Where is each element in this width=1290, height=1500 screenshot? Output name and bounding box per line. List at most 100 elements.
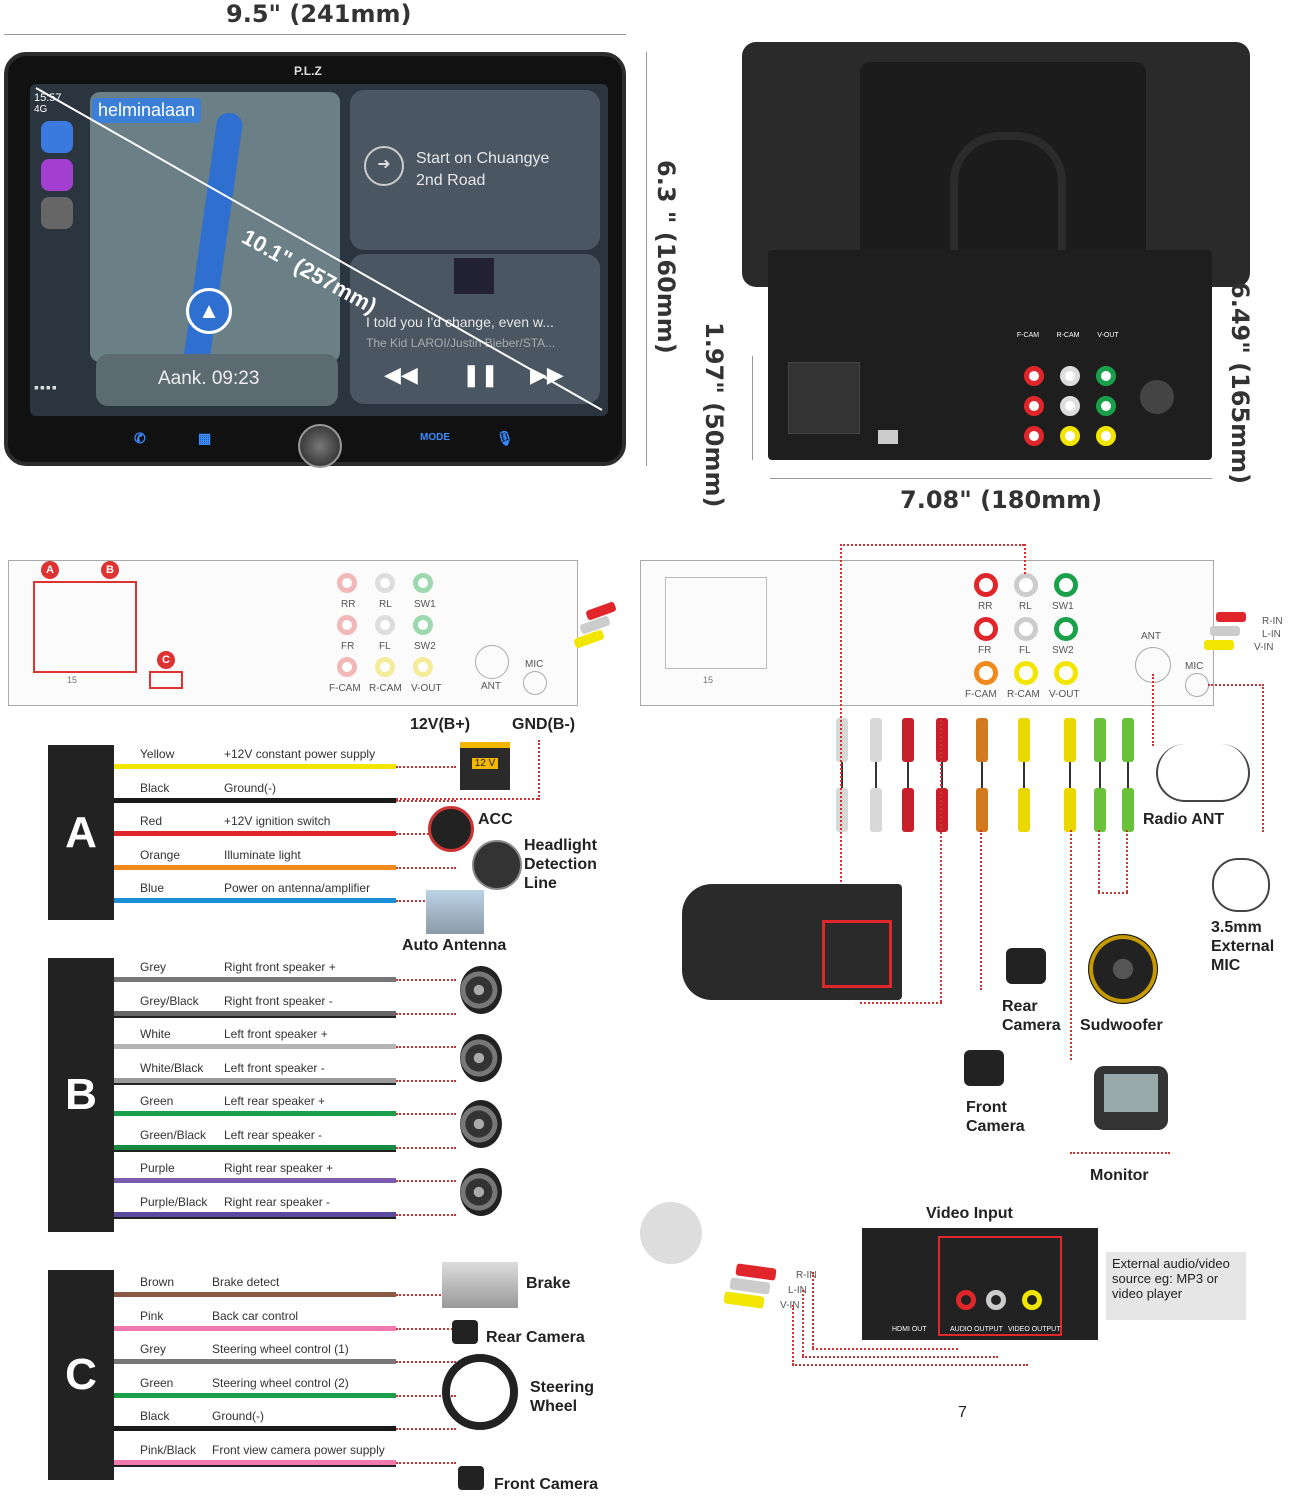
group_a-wire-dotted-1 — [396, 799, 456, 802]
rca-right-fcam — [974, 661, 998, 685]
settings-app-icon[interactable] — [41, 197, 73, 229]
route-line-2h — [860, 1002, 942, 1004]
rewind-icon[interactable]: ◀◀ — [384, 362, 418, 387]
hdmi-out-label: HDMI OUT — [892, 1326, 927, 1333]
map-view[interactable]: ▲ — [90, 92, 340, 373]
height-dimension-line — [646, 52, 647, 466]
rca-cable-wire-1 — [875, 762, 877, 788]
route-line-3 — [980, 830, 982, 990]
connector-a-badge: A — [41, 561, 59, 579]
rca-cable-plug-bottom-2 — [902, 788, 914, 832]
group_c-wire-function-0: Brake detect — [212, 1275, 280, 1289]
rear-camera-right-icon — [1006, 948, 1046, 984]
pause-icon[interactable]: ❚❚ — [462, 362, 499, 387]
brand-logo: P.L.Z — [294, 64, 322, 78]
group_c-wire-dotted-5 — [396, 1461, 456, 1464]
ant-right-label: ANT — [1141, 631, 1161, 642]
group_b-wire-function-1: Right front speaker - — [224, 993, 333, 1008]
group_b-wire-1 — [114, 1010, 396, 1018]
route-line-1 — [840, 544, 842, 934]
grid-icon[interactable]: ▪▪▪▪ — [34, 379, 58, 395]
video-route-2h — [802, 1356, 998, 1358]
rca-right-vout — [1054, 661, 1078, 685]
rca-cable-plug-top-6 — [1064, 718, 1076, 762]
rca-sw1-label: SW1 — [414, 599, 436, 610]
home-icon[interactable]: ▦ — [198, 430, 212, 446]
rca-sw1 — [413, 573, 433, 593]
group_b-wire-color-5: Green/Black — [140, 1127, 207, 1142]
antenna-socket — [1140, 380, 1174, 414]
gnd-label: GND(B-) — [512, 716, 576, 733]
nav-instruction-2: 2nd Road — [416, 172, 486, 189]
eta-card[interactable]: Aank. 09:23 — [96, 354, 338, 406]
navigation-card[interactable]: ➜ Start on Chuangye 2nd Road — [350, 90, 600, 250]
volume-knob[interactable] — [298, 424, 342, 468]
chassis-width-line — [770, 478, 1212, 479]
group_b-wire-5 — [114, 1144, 396, 1152]
rca-right-fl — [1014, 617, 1038, 641]
now-playing-card[interactable]: I told you I'd change, even w... The Kid… — [350, 254, 600, 404]
maps-app-icon[interactable] — [41, 121, 73, 153]
speaker-right-rear-icon — [460, 1168, 502, 1216]
group_b-wire-function-0: Right front speaker + — [224, 960, 336, 974]
monitor-icon — [1094, 1066, 1168, 1130]
rca-fcam-label: F-CAM — [329, 683, 361, 694]
group_b-wire-color-0: Grey — [140, 960, 167, 974]
group_c-wire-1 — [114, 1325, 396, 1331]
group-a-label: A — [48, 745, 114, 920]
car-antenna-icon — [426, 890, 484, 934]
video-r-in: R-IN — [796, 1270, 817, 1281]
group_a-wire-1 — [114, 797, 396, 803]
head-unit-screen: P.L.Z 15:57 4G ▪▪▪▪ ▲ helminalaan ➜ Star… — [4, 52, 626, 468]
group_c-wire-dotted-4 — [396, 1428, 456, 1430]
fast-forward-icon[interactable]: ▶▶ — [530, 362, 564, 387]
group_b-wire-function-5: Left rear speaker - — [224, 1127, 323, 1142]
rca-fr-label: FR — [341, 641, 355, 652]
group_b-wire-dotted-0 — [396, 979, 456, 981]
group_b-wire-dotted-6 — [396, 1180, 456, 1182]
rca-vout-label: V-OUT — [411, 683, 442, 694]
rca-right-fl-label: FL — [1019, 645, 1031, 656]
group_b-wire-color-3: White/Black — [140, 1060, 204, 1075]
video-plug-yellow — [723, 1291, 765, 1309]
group_a-wire-4 — [114, 898, 396, 903]
small-connector — [878, 430, 898, 444]
rca-cable-wire-6 — [1069, 762, 1071, 788]
group_c-wire-5 — [114, 1459, 396, 1467]
route-line-ant — [1152, 674, 1154, 746]
front-camera-right-icon — [964, 1050, 1004, 1086]
control-bar: ✆ ▦ MODE 🎙 — [30, 420, 608, 460]
speaker-right-front-icon — [460, 966, 502, 1014]
mic-hole-magnified — [640, 1202, 702, 1264]
group_a-wire-color-4: Blue — [140, 881, 165, 895]
chassis-rca-fr — [1024, 396, 1044, 416]
route-line-1v — [1024, 544, 1026, 574]
phone-icon[interactable]: ✆ — [134, 430, 146, 446]
amplifier-rca-highlight — [822, 920, 892, 988]
video-route-2 — [802, 1290, 804, 1356]
chassis-width-dimension: 7.08" (180mm) — [900, 486, 1103, 514]
rca-right-rcam-label: R-CAM — [1007, 689, 1040, 700]
video-route-1 — [812, 1272, 814, 1348]
audio-output-label: AUDIO OUTPUT — [950, 1326, 1003, 1333]
group_a-wire-function-2: +12V ignition switch — [224, 814, 331, 828]
chassis-body: F-CAM R-CAM V-OUT — [768, 250, 1212, 460]
group_c-wire-function-3: Steering wheel control (2) — [212, 1375, 349, 1390]
steering-wheel-label: Steering Wheel — [530, 1379, 595, 1415]
connector-c — [149, 671, 183, 689]
group_b-wire-color-2: White — [140, 1027, 171, 1041]
group_a-wire-0 — [114, 764, 396, 769]
pin-15-right-label: 15 — [703, 675, 714, 685]
pin-15-label: 15 — [67, 675, 78, 685]
chassis-rca-rr — [1024, 366, 1044, 386]
connector-a-b — [33, 581, 137, 673]
mic-icon[interactable]: 🎙 — [496, 430, 514, 446]
rca-rcam-label: R-CAM — [369, 683, 402, 694]
route-line-2 — [940, 720, 942, 1002]
rca-cable-plug-top-4 — [976, 718, 988, 762]
mic-right-label: MIC — [1185, 661, 1204, 672]
group_a-wire-color-0: Yellow — [140, 747, 175, 761]
depth-dimension: 1.97" (50mm) — [700, 322, 728, 508]
podcasts-app-icon[interactable] — [41, 159, 73, 191]
mode-button[interactable]: MODE — [420, 432, 450, 443]
